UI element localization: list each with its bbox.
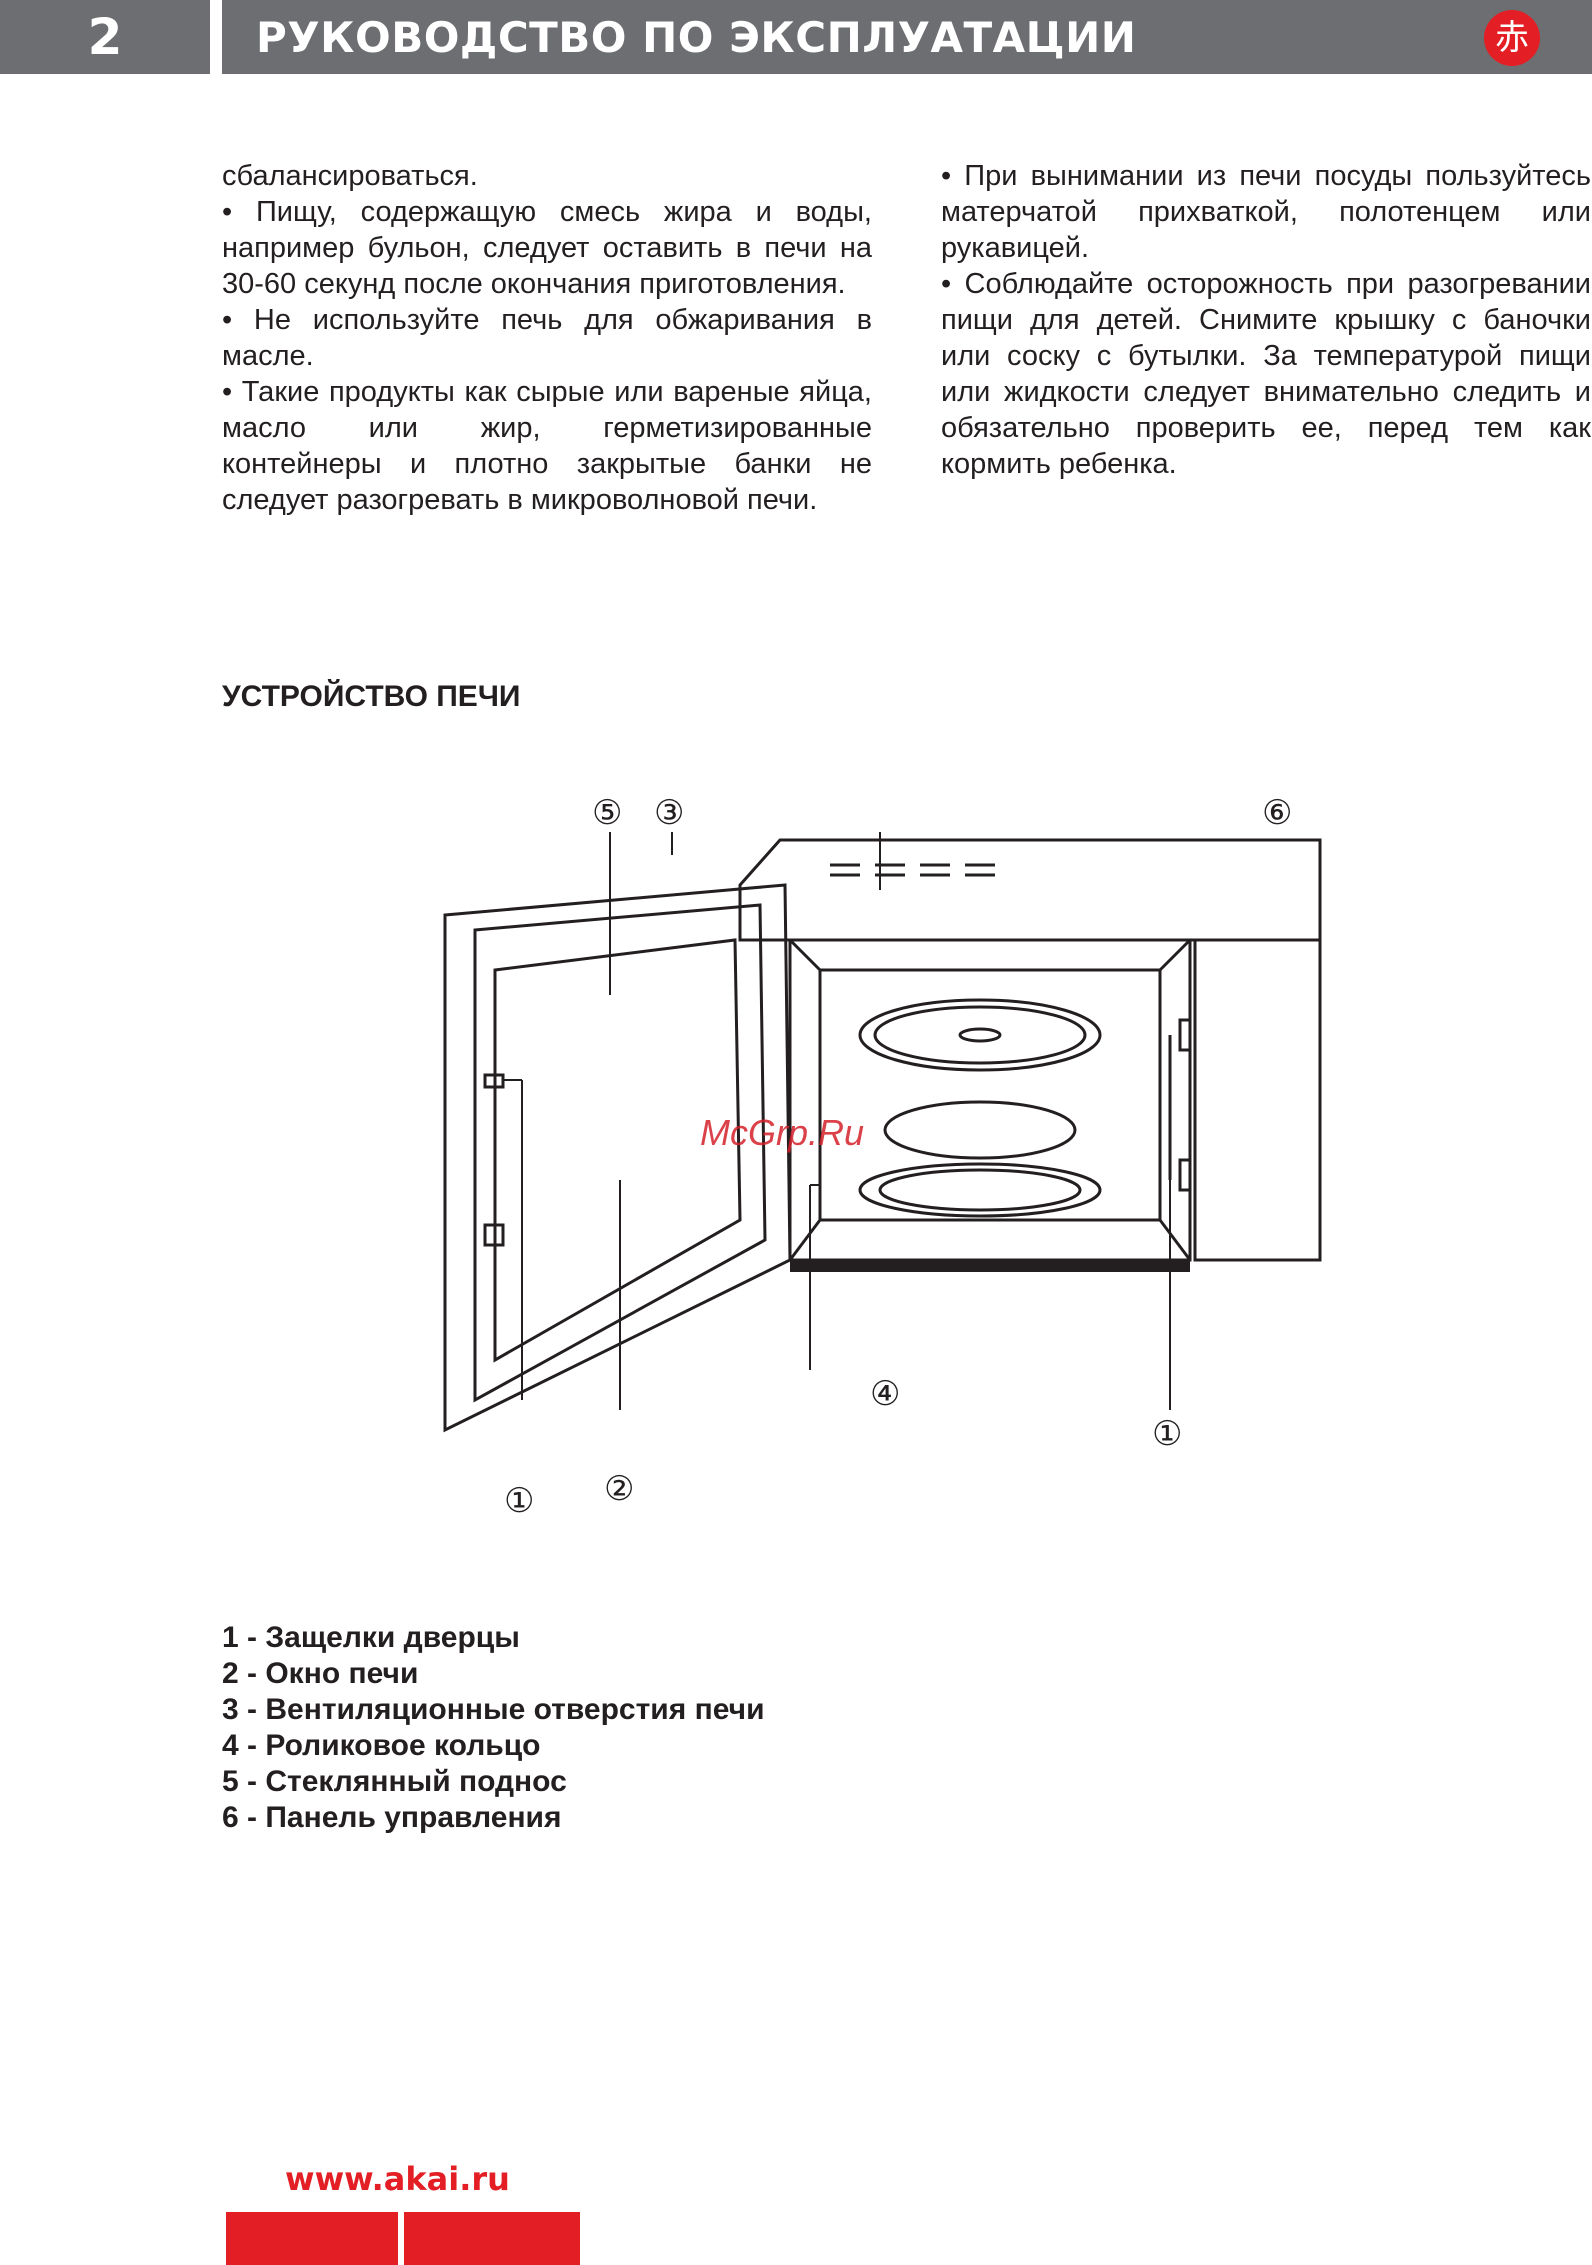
callout-1-left: ① <box>504 1481 534 1521</box>
paragraph: • Пищу, содержащую смесь жира и воды, на… <box>222 196 872 300</box>
callout-4: ④ <box>870 1374 900 1414</box>
title-block <box>222 0 1592 74</box>
oven-window <box>493 938 742 1363</box>
microwave-diagram: ⑤ ③ ⑥ ④ ① ① ② <box>443 793 1322 1521</box>
paragraph: • Не используйте печь для обжаривания в … <box>222 304 872 372</box>
footer-bar-left <box>226 2212 398 2265</box>
oven-top <box>738 838 1322 942</box>
paragraph: сбалансироваться. <box>222 160 478 192</box>
brand-logo-icon: 赤 <box>1484 10 1540 66</box>
legend-item: 1 - Защелки дверцы <box>222 1621 520 1654</box>
paragraph: • Соблюдайте осторожность при разогреван… <box>941 268 1591 480</box>
callout-6: ⑥ <box>1262 793 1292 833</box>
left-column: сбалансироваться. • Пищу, содержащую сме… <box>222 158 872 518</box>
legend-item: 5 - Стеклянный поднос <box>222 1765 567 1798</box>
legend-item: 6 - Панель управления <box>222 1801 562 1834</box>
callout-5: ⑤ <box>592 793 622 833</box>
parts-legend: 1 - Защелки дверцы 2 - Окно печи 3 - Вен… <box>222 1620 765 1836</box>
page-number: 2 <box>0 0 210 74</box>
callout-1-right: ① <box>1152 1414 1182 1454</box>
right-column: • При вынимании из печи посуды пользуйте… <box>941 158 1591 482</box>
callout-2: ② <box>604 1469 634 1509</box>
glass-tray <box>858 998 1102 1072</box>
document-title: РУКОВОДСТВО ПО ЭКСПЛУАТАЦИИ <box>256 13 1137 62</box>
callout-3: ③ <box>654 793 684 833</box>
paragraph: • Такие продукты как сырые или вареные я… <box>222 376 872 516</box>
section-title: УСТРОЙСТВО ПЕЧИ <box>222 680 521 713</box>
watermark: McGrp.Ru <box>700 1112 865 1153</box>
header-bar: 2 РУКОВОДСТВО ПО ЭКСПЛУАТАЦИИ 赤 <box>0 0 1592 74</box>
paragraph: • При вынимании из печи посуды пользуйте… <box>941 160 1591 264</box>
roller-ring <box>883 1100 1077 1160</box>
footer-url[interactable]: www.akai.ru <box>285 2160 510 2198</box>
legend-item: 4 - Роликовое кольцо <box>222 1729 541 1762</box>
legend-item: 2 - Окно печи <box>222 1657 419 1690</box>
legend-item: 3 - Вентиляционные отверстия печи <box>222 1693 765 1726</box>
control-panel <box>1193 938 1322 1262</box>
footer-bar-right <box>404 2212 580 2265</box>
